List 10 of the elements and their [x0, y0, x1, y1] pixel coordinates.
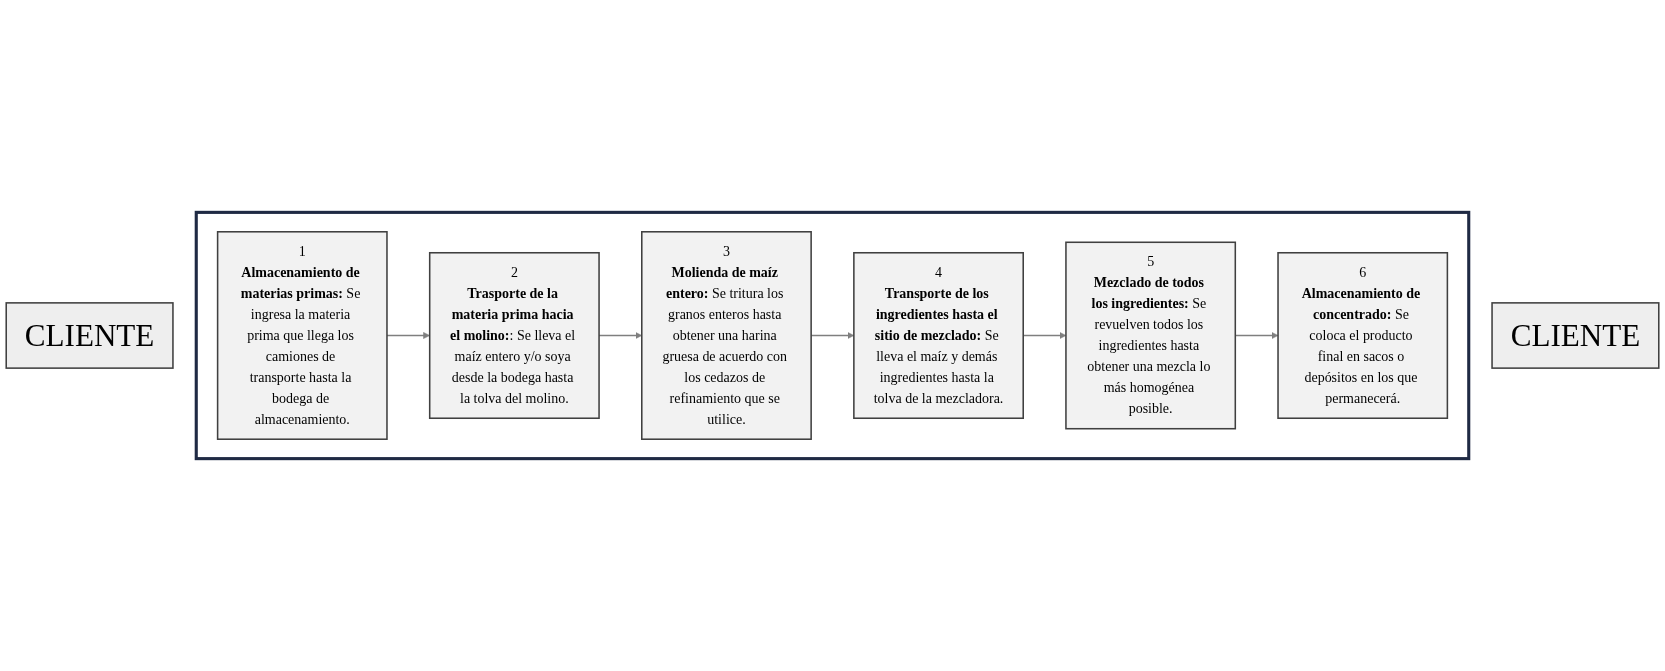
node-box: CLIENTE [1491, 302, 1660, 369]
node-box: 3 Molienda de maíz entero: Se tritura los granos enteros hasta obtener una harina gruesa de acuerdo con los cedazos de refinamiento que se utilice. [641, 231, 812, 440]
arrow [386, 332, 430, 339]
cluster [194, 210, 1471, 461]
node-box: 1 Almacenamiento de materias primas: Se ingresa la materia prima que llega los camiones de transporte hasta la bodega de almacenamiento. [216, 231, 388, 440]
node-box: 6 Almacenamiento de concentrado: Se coloca el producto final en sacos o depósitos en los que permanecerá. [1277, 252, 1449, 419]
node-box: CLIENTE [5, 302, 174, 369]
node-box: 2 Trasporte de la materia prima hacia el molino:: Se lleva el maíz entero y/o soya desde la bodega hasta la tolva del molino. [428, 252, 600, 419]
node-box: 5 Mezclado de todos los ingredientes: Se revuelven todos los ingredientes hasta obtener una mezcla lo más homogénea posible. [1065, 241, 1237, 430]
node-box: 4 Transporte de los ingredientes hasta el sitio de mezclado: Se lleva el maíz y demás ingredientes hasta la tolva de la mezcladora. [853, 252, 1024, 419]
